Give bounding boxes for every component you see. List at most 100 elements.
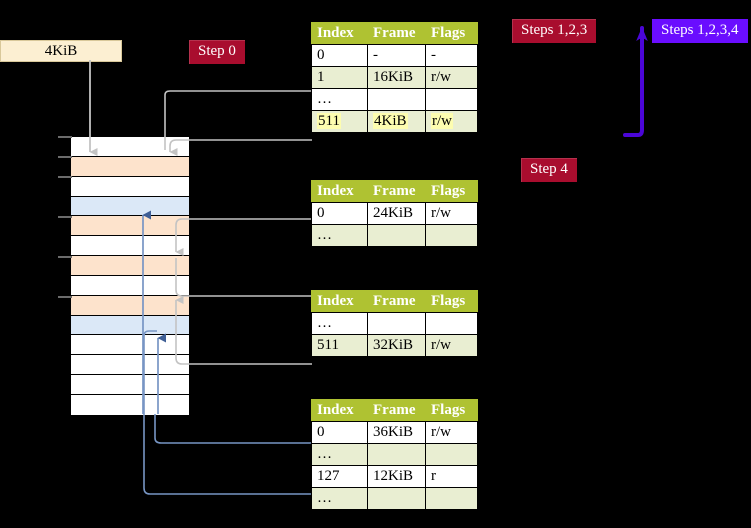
memory-frame-row: [71, 394, 189, 415]
table-cell: -: [425, 44, 478, 67]
table-cell: r: [425, 465, 478, 488]
connector-l2-to-frame: [175, 296, 312, 365]
table-cell: 32KiB: [367, 334, 426, 357]
memory-frame-row: [71, 156, 189, 177]
memory-frame-row: [71, 256, 189, 276]
memory-frame-row: [71, 295, 189, 316]
table-row: 0--: [311, 44, 478, 67]
table-row: …: [311, 312, 478, 335]
table-row: …: [311, 88, 478, 111]
column-header: Index: [311, 399, 368, 422]
memory-frame-row: [71, 196, 189, 217]
table-cell: r/w: [425, 421, 478, 444]
column-header: Flags: [425, 399, 478, 422]
highlighted-value: r/w: [431, 113, 453, 129]
step-4-badge: Step 4: [521, 158, 577, 182]
memory-frame-row: [71, 375, 189, 395]
highlighted-value: 511: [317, 113, 341, 129]
steps-123-badge: Steps 1,2,3: [512, 19, 597, 43]
memory-frame-row: [71, 137, 189, 157]
table-cell: 16KiB: [367, 66, 426, 89]
steps-1234-badge: Steps 1,2,3,4: [652, 19, 748, 43]
table-cell: 12KiB: [367, 465, 426, 488]
step-0-badge: Step 0: [189, 40, 245, 64]
column-header: Index: [311, 290, 368, 313]
table-cell: …: [311, 224, 368, 247]
connector-frame-to-l1: [154, 414, 320, 444]
table-row: 511 4KiB r/w: [311, 110, 478, 133]
table-cell: …: [311, 312, 368, 335]
table-cell: 36KiB: [367, 421, 426, 444]
column-header: Flags: [425, 290, 478, 313]
table-cell: r/w: [425, 66, 478, 89]
table-row: …: [311, 487, 478, 510]
grid-tick: [58, 156, 72, 158]
table-cell: …: [311, 443, 368, 466]
column-header: Frame: [367, 290, 426, 313]
column-header: Flags: [425, 180, 478, 203]
table-cell: [367, 88, 426, 111]
page-size-label: 4KiB: [0, 40, 122, 62]
table-row: …: [311, 224, 478, 247]
table-cell: [425, 88, 478, 111]
table-cell: 4KiB: [367, 110, 426, 133]
table-cell: …: [311, 487, 368, 510]
memory-frame-row: [71, 355, 189, 376]
connector-l3-to-frame: [175, 218, 312, 256]
column-header: Index: [311, 22, 368, 45]
table-cell: r/w: [425, 334, 478, 357]
table-cell: 24KiB: [367, 202, 426, 225]
table-cell: r/w: [425, 110, 478, 133]
table-cell: [425, 312, 478, 335]
grid-tick: [58, 256, 72, 258]
memory-frame-row: [71, 176, 189, 197]
table-cell: 511: [311, 110, 368, 133]
memory-frame-row: [71, 216, 189, 237]
table-cell: -: [367, 44, 426, 67]
column-header: Frame: [367, 180, 426, 203]
column-header: Index: [311, 180, 368, 203]
table-row: …: [311, 443, 478, 466]
table-cell: 1: [311, 66, 368, 89]
connector-l4-to-frame: [169, 139, 312, 156]
grid-tick: [58, 216, 72, 218]
purple-loop-arrow: [623, 26, 648, 137]
table-cell: …: [311, 88, 368, 111]
grid-tick: [58, 176, 72, 178]
highlighted-value: 4KiB: [373, 113, 408, 129]
table-cell: [367, 443, 426, 466]
column-header: Flags: [425, 22, 478, 45]
table-cell: [367, 487, 426, 510]
memory-frame-row: [71, 315, 189, 336]
memory-frame-row: [71, 236, 189, 257]
table-cell: 0: [311, 421, 368, 444]
physical-memory-grid: [70, 136, 190, 415]
memory-frame-row: [71, 335, 189, 356]
connector-frame-to-l3: [175, 258, 312, 297]
column-header: Frame: [367, 399, 426, 422]
table-cell: [425, 487, 478, 510]
table-cell: 511: [311, 334, 368, 357]
memory-frame-row: [71, 275, 189, 296]
table-cell: 127: [311, 465, 368, 488]
table-cell: 0: [311, 202, 368, 225]
table-cell: [425, 443, 478, 466]
table-cell: [425, 224, 478, 247]
table-cell: [367, 224, 426, 247]
table-cell: r/w: [425, 202, 478, 225]
table-cell: [367, 312, 426, 335]
column-header: Frame: [367, 22, 426, 45]
